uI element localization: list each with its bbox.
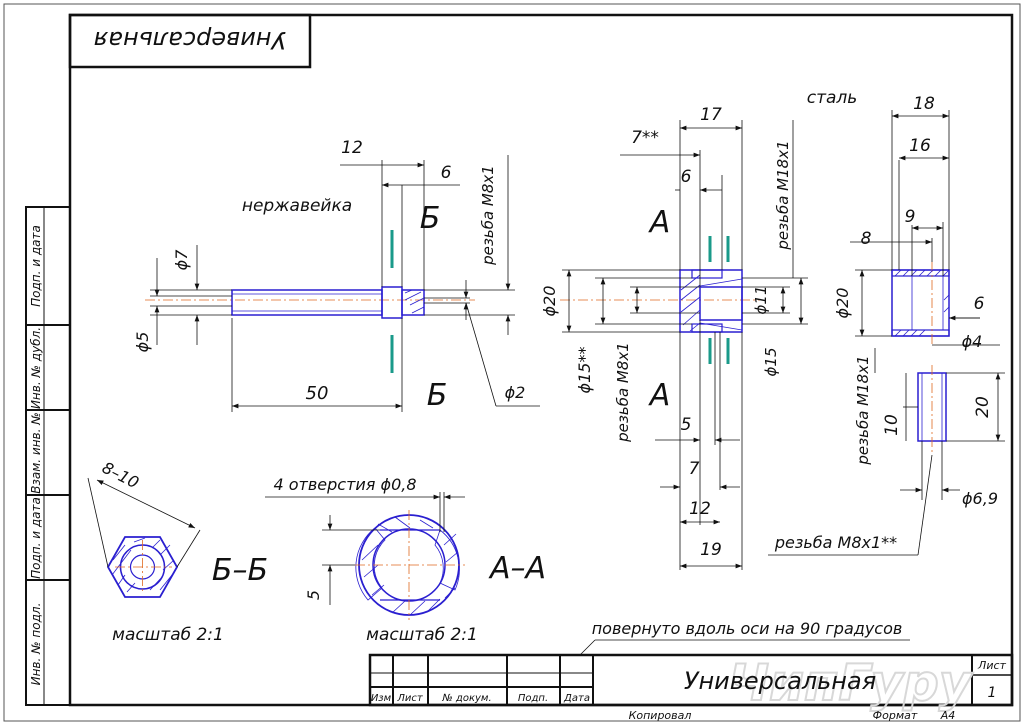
dim-phi20-right: ϕ20	[833, 288, 852, 319]
stamp-title: Универсальная	[684, 667, 876, 695]
side-label-4: Инв. № дубл.	[29, 327, 43, 409]
part-steel-fitting: А А 17 7** 6 ϕ20 ϕ15** резьба М8х1 ϕ11 ϕ…	[540, 88, 857, 570]
dim-17: 17	[700, 105, 722, 125]
mirrored-title: Универсальная	[94, 26, 286, 54]
tb-header-date: Дата	[563, 693, 590, 704]
section-aa: 4 отверстия ϕ0,8 5 А–А масштаб 2:1	[265, 475, 546, 645]
note-rotated: повернуто вдоль оси на 90 градусов	[592, 619, 903, 638]
tb-header-doc: № докум.	[441, 693, 491, 704]
dim-phi5: ϕ5	[133, 332, 152, 353]
dim-10: 10	[882, 414, 902, 436]
dim-5-center: 5	[681, 415, 692, 435]
watermark: ЧипГуру	[729, 654, 974, 712]
part-steel-pin: 20 10 резьба М18х1 ϕ6,9 резьба М8х1**	[768, 348, 1005, 556]
side-label-2: Подп. и дата	[29, 497, 43, 579]
section-label-b-top: Б	[420, 201, 441, 236]
dim-50: 50	[306, 383, 329, 404]
dim-7-star: 7**	[631, 128, 659, 148]
note-thread-m8: резьба М8х1**	[774, 533, 897, 552]
copied-label: Копировал	[629, 709, 692, 722]
sheet-label: Лист	[977, 659, 1006, 672]
tb-header-list: Лист	[396, 693, 424, 704]
dim-16: 16	[909, 136, 931, 156]
dim-6: 6	[441, 163, 452, 183]
dim-phi2: ϕ2	[505, 383, 526, 402]
section-label-aa: А–А	[488, 551, 546, 586]
thread-m18-part2: резьба М18х1	[774, 140, 792, 250]
dim-8-10: 8–10	[99, 458, 142, 492]
dim-phi20-center: ϕ20	[540, 286, 559, 317]
part-stainless-tube: ϕ7 ϕ5 50 12 6 резьба М8х1 ϕ2 нержавейка	[133, 138, 540, 412]
dim-8: 8	[861, 229, 872, 249]
dim-5-section: 5	[304, 590, 323, 600]
material-steel: сталь	[807, 88, 858, 108]
dim-phi15-star: ϕ15**	[575, 347, 594, 394]
thread-m8-part2: резьба М8х1	[614, 342, 632, 443]
scale-label-bb: масштаб 2:1	[112, 625, 224, 645]
dim-19: 19	[700, 540, 722, 560]
dim-12-center: 12	[689, 499, 711, 519]
dim-phi11: ϕ11	[752, 286, 770, 315]
side-label-1: Инв. № подл.	[29, 603, 43, 686]
dim-phi4: ϕ4	[962, 332, 983, 351]
dim-phi15: ϕ15	[762, 348, 780, 377]
dim-6-right: 6	[974, 294, 985, 314]
format-label: Формат	[873, 709, 918, 722]
note-holes: 4 отверстия ϕ0,8	[273, 475, 416, 494]
side-label-3: Взам. инв. №	[29, 412, 43, 493]
side-stamp: Подп. и дата Инв. № дубл. Взам. инв. № П…	[25, 206, 71, 706]
dim-9: 9	[905, 207, 916, 227]
outer-border	[3, 3, 1021, 722]
thread-m18-part3: резьба М18х1	[854, 355, 872, 465]
section-b-marks: Б Б	[390, 201, 448, 413]
section-label-a-bottom: А	[648, 378, 671, 413]
format-value: А4	[940, 709, 956, 722]
rotation-note: повернуто вдоль оси на 90 градусов	[579, 619, 910, 656]
tb-header-izm: Изм	[371, 693, 392, 704]
thread-m8-part1: резьба М8х1	[479, 165, 497, 266]
material-stainless: нержавейка	[242, 196, 352, 216]
tb-header-sign: Подп.	[518, 693, 548, 704]
section-label-a-top: А	[648, 205, 671, 240]
dim-12: 12	[341, 138, 363, 158]
dim-7-center: 7	[689, 459, 700, 479]
mirrored-title-box: Универсальная	[68, 13, 312, 69]
side-label-5: Подп. и дата	[29, 225, 43, 307]
dim-phi7: ϕ7	[172, 249, 191, 271]
dim-6-top: 6	[681, 167, 692, 187]
dim-20-right: 20	[973, 396, 993, 418]
part-steel-cap: 18 16 9 8 ϕ20 6 ϕ4	[833, 94, 1000, 351]
scale-label-aa: масштаб 2:1	[366, 625, 478, 645]
dim-phi6-9: ϕ6,9	[962, 489, 998, 508]
section-label-b-bottom: Б	[427, 378, 448, 413]
dim-18: 18	[913, 94, 935, 114]
section-label-bb: Б–Б	[212, 553, 268, 588]
section-bb: 8–10 Б–Б масштаб 2:1	[87, 458, 268, 645]
title-block: Изм Лист № докум. Подп. Дата ЧипГуру Уни…	[368, 653, 1014, 722]
sheet-number: 1	[988, 685, 997, 701]
